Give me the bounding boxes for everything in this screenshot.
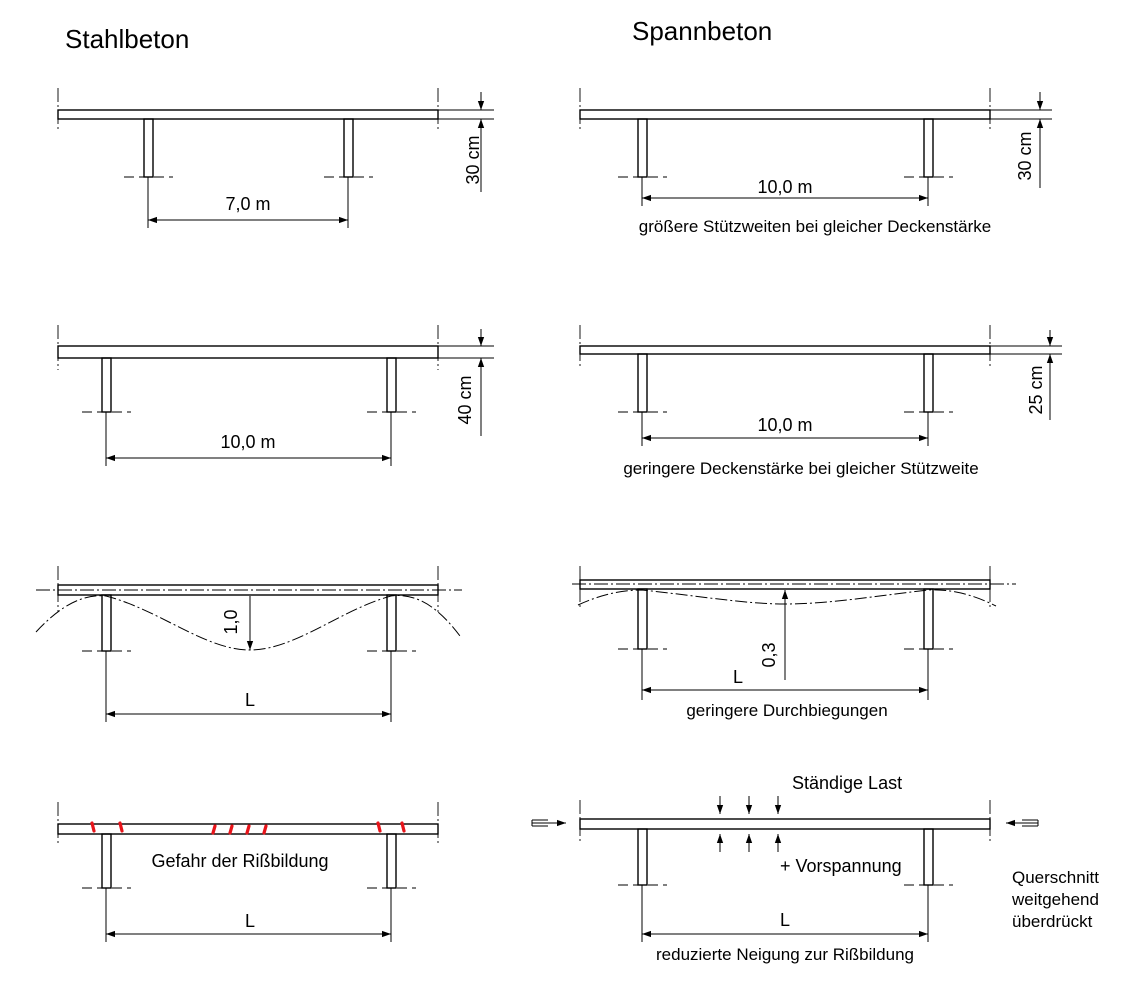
row2-left-slab-diagram <box>57 325 494 466</box>
row2-left-thickness-label: 40 cm <box>455 375 475 424</box>
row2-right-slab-diagram <box>579 325 1062 446</box>
row4-caption: reduzierte Neigung zur Rißbildung <box>656 945 914 964</box>
row1-right-slab-diagram <box>579 88 1052 206</box>
axial-prestress-arrow-right <box>1006 819 1039 827</box>
row4-right-span-label: L <box>780 910 790 930</box>
row1-right-span-label: 10,0 m <box>757 177 812 197</box>
row4-side-note-line1: Querschnitt <box>1012 868 1099 887</box>
row3-right-span-label: L <box>733 667 743 687</box>
crack-mark <box>90 821 96 833</box>
row4-load-label: Ständige Last <box>792 773 902 793</box>
crack-mark <box>228 824 234 835</box>
crack-mark <box>211 824 217 835</box>
row4-right-prestress-diagram <box>531 796 1039 942</box>
row3-left-deflection-label: 1,0 <box>221 609 241 634</box>
row4-prestress-label: + Vorspannung <box>780 856 902 876</box>
row2-left-span-label: 10,0 m <box>220 432 275 452</box>
row4-side-note-line3: überdrückt <box>1012 912 1093 931</box>
row2-right-thickness-label: 25 cm <box>1026 365 1046 414</box>
row2-caption: geringere Deckenstärke bei gleicher Stüt… <box>623 459 978 478</box>
row3-right-deflection-diagram <box>572 566 1016 700</box>
crack-mark <box>118 821 124 833</box>
heading-spannbeton: Spannbeton <box>632 16 772 46</box>
row2-right-span-label: 10,0 m <box>757 415 812 435</box>
crack-mark <box>376 821 382 833</box>
row1-right-thickness-label: 30 cm <box>1015 131 1035 180</box>
row4-left-crack-note: Gefahr der Rißbildung <box>151 851 328 871</box>
row3-left-deflection-diagram <box>35 566 462 722</box>
row1-left-span-label: 7,0 m <box>225 194 270 214</box>
row4-left-crack-diagram <box>57 802 439 942</box>
row1-left-thickness-label: 30 cm <box>463 135 483 184</box>
row3-right-deflection-label: 0,3 <box>759 642 779 667</box>
heading-stahlbeton: Stahlbeton <box>65 24 189 54</box>
row1-caption: größere Stützweiten bei gleicher Deckens… <box>639 217 991 236</box>
crack-mark <box>400 821 406 833</box>
crack-mark <box>262 824 268 835</box>
row1-left-slab-diagram <box>57 88 494 228</box>
row3-left-span-label: L <box>245 690 255 710</box>
row4-left-span-label: L <box>245 911 255 931</box>
axial-prestress-arrow-left <box>531 819 566 827</box>
row3-caption: geringere Durchbiegungen <box>686 701 887 720</box>
crack-mark <box>245 824 251 835</box>
row4-side-note-line2: weitgehend <box>1011 890 1099 909</box>
